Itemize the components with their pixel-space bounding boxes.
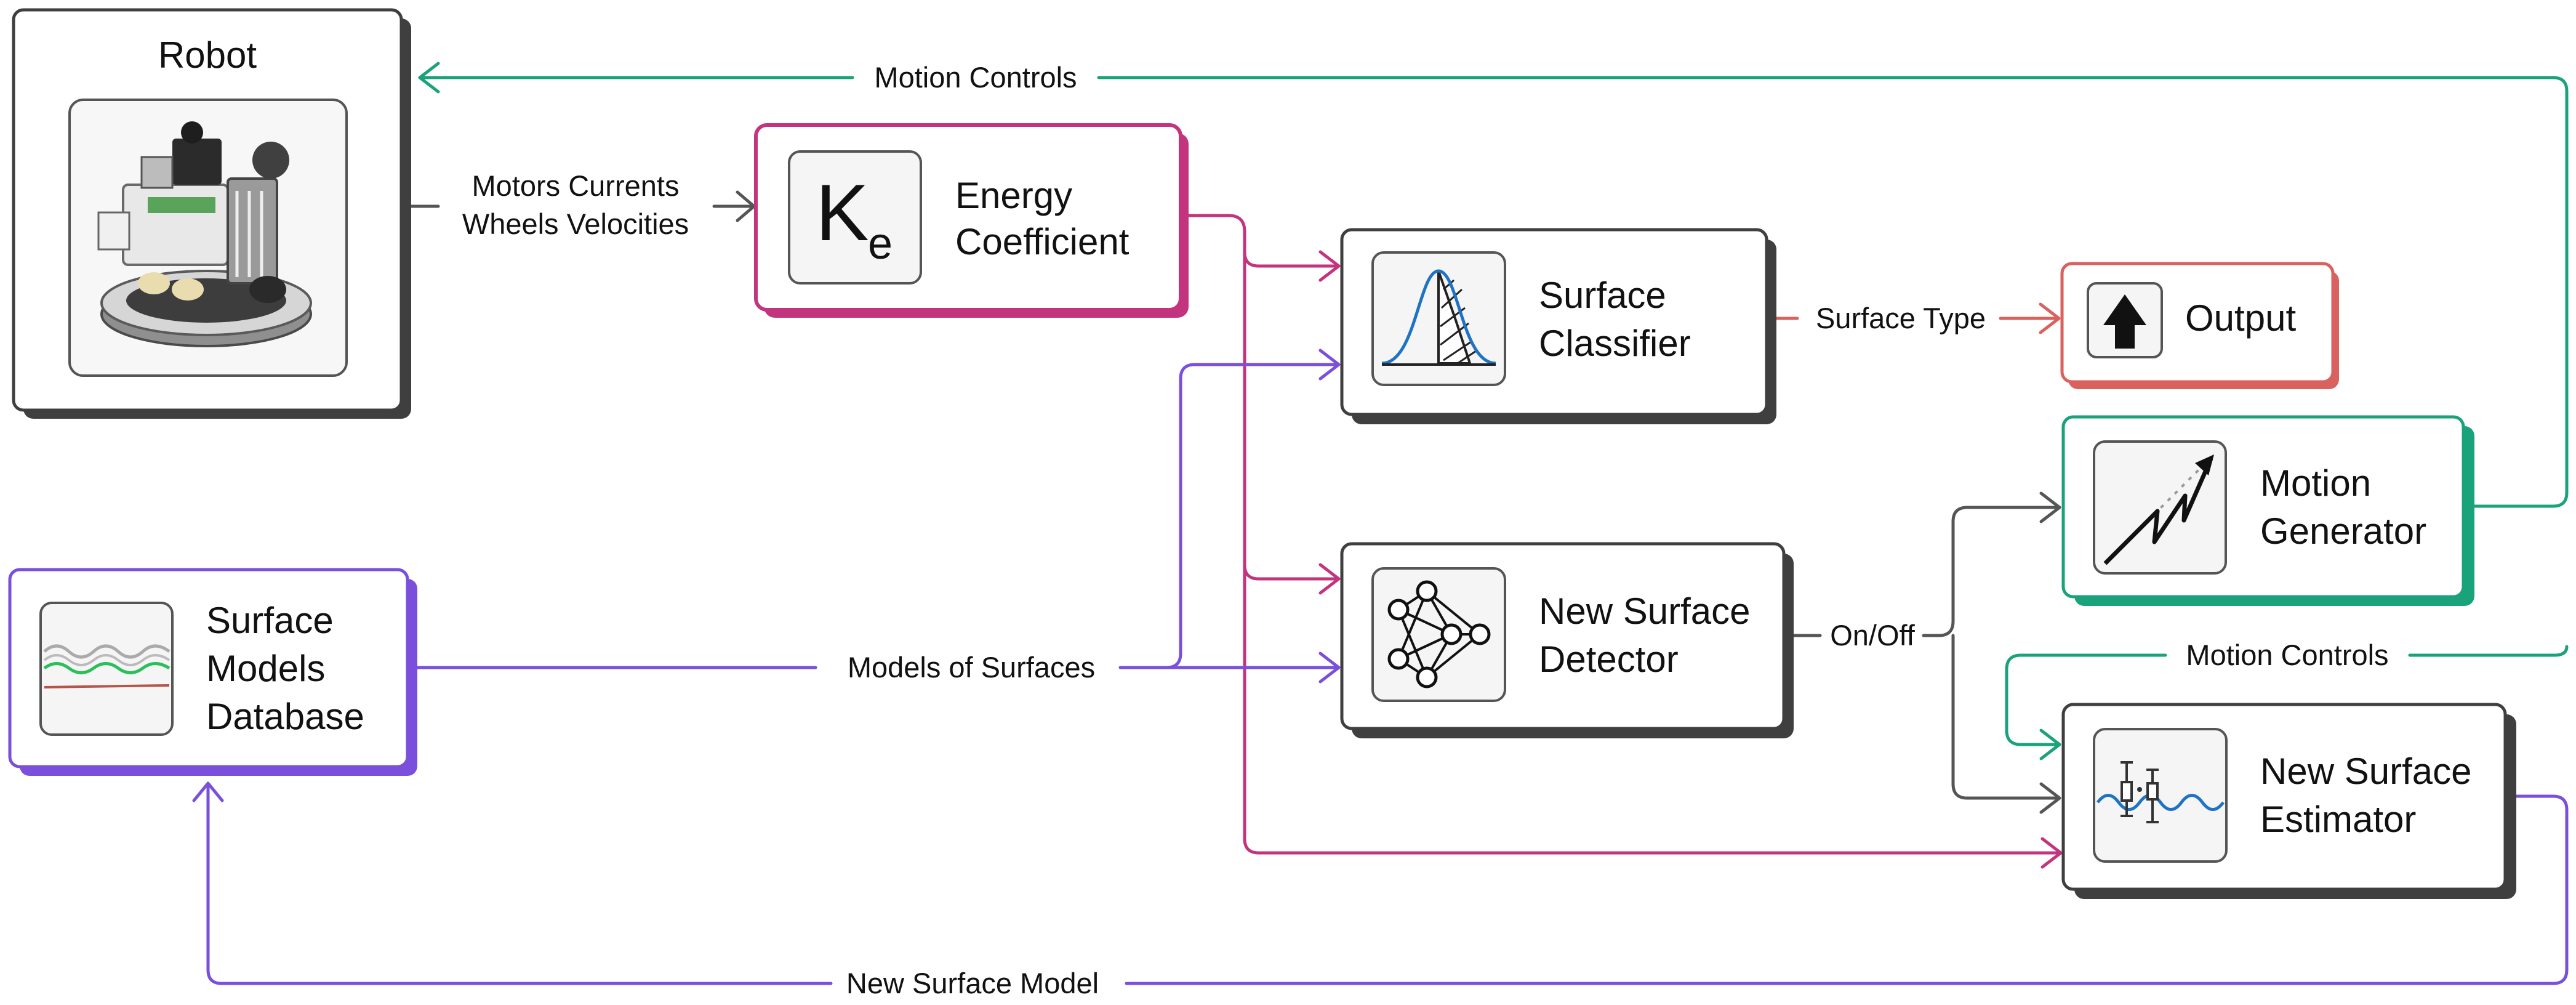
classifier-label-line1: Surface: [1539, 275, 1666, 316]
edge-label-on-off: On/Off: [1830, 619, 1916, 652]
energy-label-line1: Energy: [955, 175, 1072, 216]
detector-label-line1: New Surface: [1539, 591, 1750, 632]
ke-icon-e: e: [868, 219, 893, 268]
database-label-line3: Database: [206, 696, 364, 737]
edge-on-off: [1791, 491, 2061, 814]
edge-energy-fanout: [1183, 214, 2063, 869]
node-surface-classifier: Surface Classifier: [1340, 228, 1776, 424]
edge-label-wheels-velocities: Wheels Velocities: [462, 208, 689, 240]
estimator-label-line1: New Surface: [2260, 751, 2471, 792]
node-energy-coefficient: K e Energy Coefficient: [754, 123, 1189, 318]
output-label: Output: [2185, 297, 2296, 339]
node-surface-models-database: Surface Models Database: [8, 568, 417, 776]
node-robot: Robot: [12, 8, 411, 419]
robot-photo: [68, 99, 348, 377]
generator-label-line2: Generator: [2260, 511, 2426, 552]
gaussian-curve-icon: [1371, 251, 1506, 386]
robot-title: Robot: [158, 34, 257, 76]
edge-label-motors-currents: Motors Currents: [472, 169, 680, 202]
edge-label-models-of-surfaces: Models of Surfaces: [848, 651, 1095, 684]
up-arrow-icon: [2087, 282, 2163, 358]
edge-label-motion-controls-mid: Motion Controls: [2186, 639, 2388, 671]
edge-motion-controls-top: [418, 62, 2569, 508]
database-label-line1: Surface: [206, 600, 334, 641]
edge-models-of-surfaces: [411, 349, 1341, 684]
edge-label-surface-type: Surface Type: [1816, 302, 1986, 334]
node-output: Output: [2060, 262, 2339, 389]
ke-icon-k: K: [816, 168, 869, 257]
edge-label-new-surface-model: New Surface Model: [846, 967, 1099, 999]
edge-motion-controls-mid: [2005, 645, 2569, 761]
signal-traces-icon: [39, 602, 174, 736]
energy-label-line2: Coefficient: [955, 221, 1130, 262]
estimator-label-line2: Estimator: [2260, 799, 2416, 840]
classifier-label-line2: Classifier: [1539, 323, 1691, 364]
edge-new-surface-model: [192, 781, 2569, 985]
detector-label-line2: Detector: [1539, 639, 1679, 680]
node-motion-generator: Motion Generator: [2061, 415, 2474, 606]
generator-label-line1: Motion: [2260, 462, 2371, 504]
database-label-line2: Models: [206, 648, 325, 689]
node-new-surface-detector: New Surface Detector: [1340, 542, 1794, 738]
edge-label-motion-controls-top: Motion Controls: [874, 61, 1077, 94]
edge-labels: Motors Currents Wheels Velocities Motion…: [462, 61, 2389, 999]
neural-network-icon: [1371, 567, 1506, 702]
node-new-surface-estimator: New Surface Estimator: [2061, 703, 2516, 899]
boxplot-wave-icon: [2093, 728, 2228, 863]
ke-icon: K e: [788, 150, 922, 285]
edges: [192, 62, 2569, 985]
zigzag-arrow-icon: [2093, 440, 2227, 575]
